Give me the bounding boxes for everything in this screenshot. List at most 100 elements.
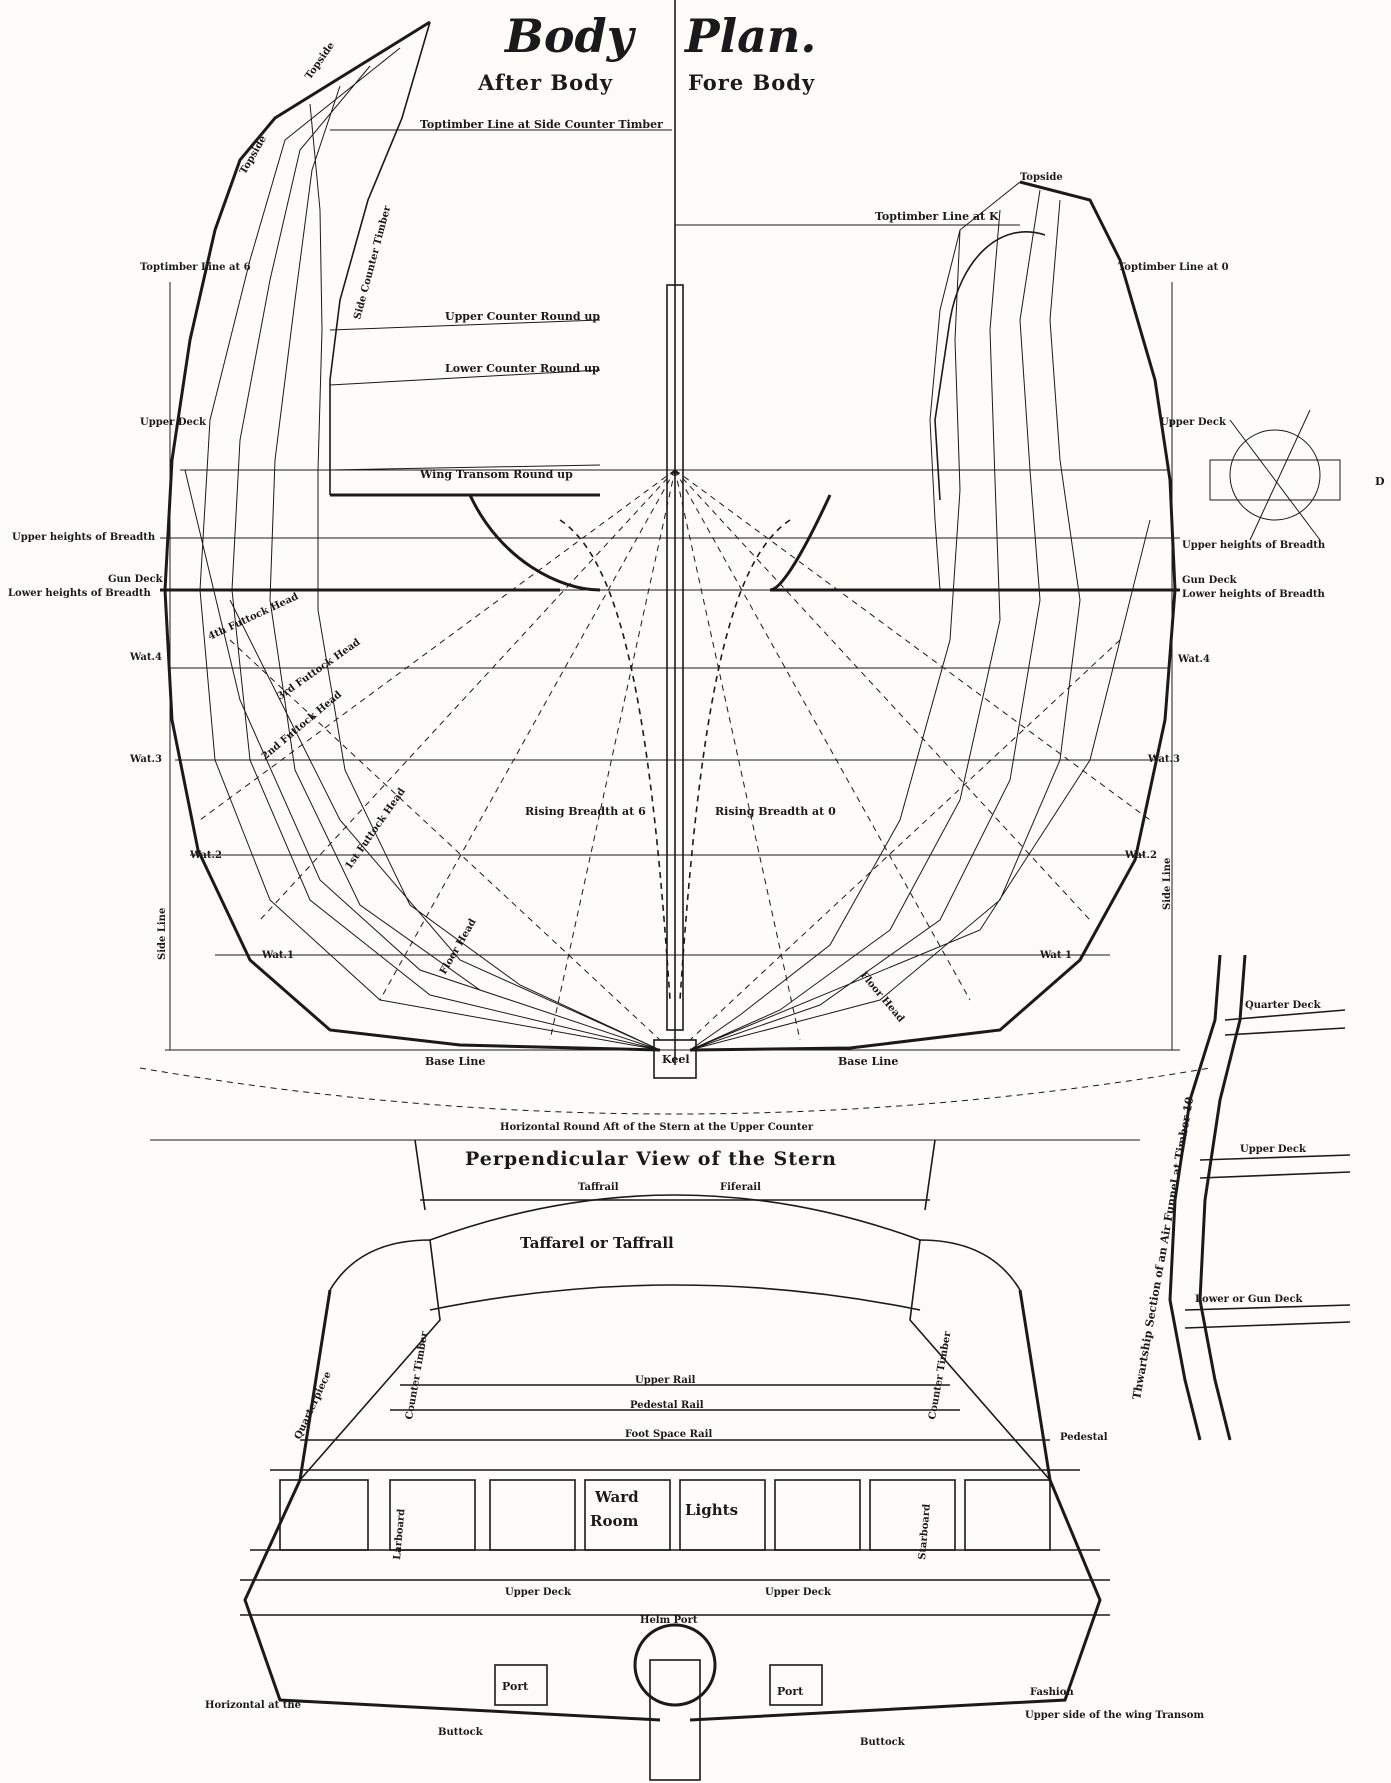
wat3-right-label: Wat.3 <box>1147 754 1180 765</box>
wat4-right-label: Wat.4 <box>1177 654 1210 665</box>
taffrail-small-right: Fiferail <box>720 1182 761 1193</box>
pedestal-label: Pedestal <box>1060 1432 1108 1443</box>
upper-heights-right-label: Upper heights of Breadth <box>1182 540 1326 551</box>
gun-deck-right-label: Gun Deck <box>1182 575 1238 586</box>
fore-frame-lines <box>689 181 1151 1051</box>
upper-deck-left-label: Upper Deck <box>140 417 207 428</box>
lower-heights-right-label: Lower heights of Breadth <box>1182 589 1325 600</box>
quarterpiece-label: Quarterpiece <box>293 1370 334 1441</box>
lights-label: Lights <box>685 1501 738 1519</box>
fashion-label: Fashion <box>1030 1687 1074 1698</box>
wat4-left-label: Wat.4 <box>129 652 162 663</box>
lower-counter-label: Lower Counter Round up <box>445 362 600 375</box>
taffrail-crown <box>429 1194 921 1241</box>
futtock-2-label: 2nd Futtock Head <box>260 689 344 762</box>
rising-breadth-curve <box>559 519 791 1001</box>
room-label: Room <box>590 1512 638 1530</box>
futtock-1-label: 1st Futtock Head <box>343 786 407 871</box>
port-left-label: Port <box>502 1680 529 1693</box>
wat2-right-label: Wat.2 <box>1124 850 1157 861</box>
air-funnel-section <box>1168 954 1247 1441</box>
stern-heading: Perpendicular View of the Stern <box>465 1148 837 1170</box>
horizontal-left-label: Horizontal at the <box>205 1700 301 1711</box>
floor-left-label: Floor Head <box>438 917 479 976</box>
marker-d: D <box>1375 475 1385 488</box>
port-right <box>769 1664 823 1706</box>
side-line-right-label: Side Line <box>1162 858 1173 910</box>
toptimber-k-label: Toptimber Line at K <box>875 210 999 223</box>
scarph-detail <box>1209 409 1341 541</box>
horizontal-round-curve <box>139 1067 1211 1115</box>
floor-right-label: Floor Head <box>858 970 906 1025</box>
taffrail-small-left: Taffrail <box>578 1182 619 1193</box>
upper-rail-label: Upper Rail <box>635 1375 696 1386</box>
port-left <box>494 1664 548 1706</box>
topside-right-label: Topside <box>1020 172 1063 183</box>
fore-body-outline <box>689 180 1177 1052</box>
toptimber-right-label: Toptimber Line at 0 <box>1118 262 1229 273</box>
stern-rails <box>240 1384 1110 1616</box>
upper-counter-label: Upper Counter Round up <box>445 310 600 323</box>
starboard-label: Starboard <box>917 1504 933 1561</box>
counter-lines <box>329 319 601 471</box>
subtitle-fore-body: Fore Body <box>688 70 815 95</box>
diagonals <box>199 469 1151 1041</box>
upper-deck-stern-left: Upper Deck <box>505 1587 572 1598</box>
wing-transom-label: Wing Transom Round up <box>419 468 573 481</box>
topside-label-1: Topside <box>303 40 337 81</box>
helm-port-label: Helm Port <box>640 1615 698 1626</box>
quarterpiece-right <box>909 1239 1051 1481</box>
wat1-right-label: Wat 1 <box>1039 950 1072 961</box>
wat2-left-label: Wat.2 <box>189 850 222 861</box>
taffarel-label: Taffarel or Taffrall <box>520 1234 674 1252</box>
wat1-left-label: Wat.1 <box>261 950 294 961</box>
side-lines <box>169 129 1173 1050</box>
wing-transom-curve <box>468 494 832 592</box>
foot-space-label: Foot Space Rail <box>625 1429 712 1440</box>
wat3-left-label: Wat.3 <box>129 754 162 765</box>
upper-deck-right-label: Upper Deck <box>1160 417 1227 428</box>
after-topside <box>329 21 431 495</box>
upper-deck-section-label: Upper Deck <box>1240 1144 1307 1155</box>
ward-room-lights <box>279 1479 1051 1551</box>
helm-port <box>633 1623 717 1707</box>
quarterpiece-left <box>299 1239 441 1481</box>
after-frame-lines <box>184 47 661 1051</box>
rising-left-label: Rising Breadth at 6 <box>525 805 646 818</box>
stern-top-frame <box>414 1139 936 1211</box>
pedestal-rail-label: Pedestal Rail <box>630 1400 704 1411</box>
buttock-right-label: Buttock <box>860 1737 906 1748</box>
upper-deck-stern-right: Upper Deck <box>765 1587 832 1598</box>
ward-label: Ward <box>594 1488 639 1506</box>
sternpost <box>666 284 684 1031</box>
base-line-right-label: Base Line <box>838 1055 898 1068</box>
keel <box>653 1039 697 1079</box>
toptimber-left-label: Toptimber Line at 6 <box>140 262 251 273</box>
lower-heights-left-label: Lower heights of Breadth <box>8 588 151 599</box>
port-right-label: Port <box>777 1685 804 1698</box>
toptimber-side-counter-label: Toptimber Line at Side Counter Timber <box>420 118 663 131</box>
counter-timber-left-label: Counter Timber <box>404 1330 430 1421</box>
horizontal-round-label: Horizontal Round Aft of the Stern at the… <box>500 1122 814 1133</box>
section-title-label: Thwartship Section of an Air Funnel at T… <box>1130 1096 1196 1401</box>
buttock-left-label: Buttock <box>438 1727 484 1738</box>
fore-inner-curve <box>934 231 1046 501</box>
lower-deck-section-label: Lower or Gun Deck <box>1195 1294 1304 1305</box>
quarter-deck-label: Quarter Deck <box>1245 1000 1322 1011</box>
side-line-left-label: Side Line <box>157 908 168 960</box>
rising-right-label: Rising Breadth at 0 <box>715 805 836 818</box>
gun-deck-left-label: Gun Deck <box>108 574 164 585</box>
upper-side-wing-label: Upper side of the wing Transom <box>1025 1710 1204 1721</box>
rudder-head <box>649 1659 701 1781</box>
futtock-4-label: 4th Futtock Head <box>207 591 301 642</box>
keel-label: Keel <box>662 1053 690 1066</box>
side-counter-timber-label: Side Counter Timber <box>352 204 393 321</box>
section-decks <box>1184 1009 1351 1329</box>
futtock-3-label: 3rd Futtock Head <box>275 637 362 703</box>
base-line-left-label: Base Line <box>425 1055 485 1068</box>
title-word-body: Body <box>503 9 637 63</box>
stern-outline <box>243 1289 1102 1722</box>
larboard-label: Larboard <box>392 1508 407 1560</box>
title-word-plan: Plan. <box>683 9 816 63</box>
